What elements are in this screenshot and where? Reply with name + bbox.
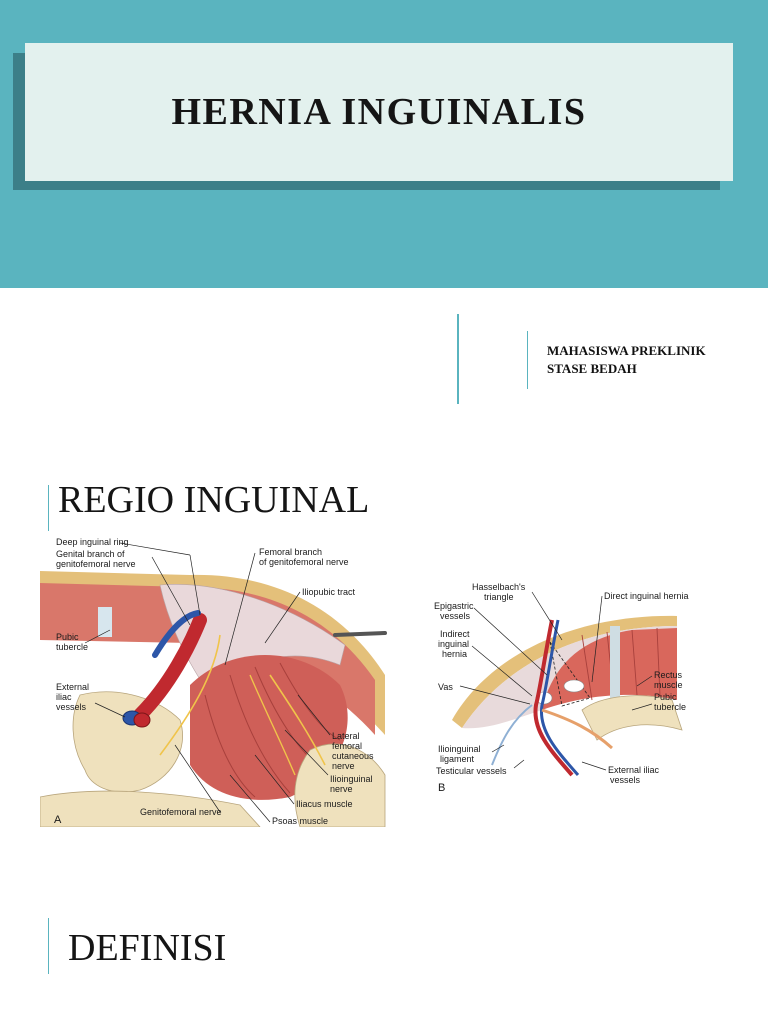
label-vas: Vas bbox=[438, 682, 453, 692]
section2-accent-line bbox=[48, 918, 49, 974]
label-external-iliac-2: iliac bbox=[56, 692, 72, 702]
label-indirect-hernia-3: hernia bbox=[442, 649, 467, 659]
label-pubic-tubercle-b-2: tubercle bbox=[654, 702, 686, 712]
label-femoral-branch-2: of genitofemoral nerve bbox=[259, 557, 349, 567]
label-femoral-branch: Femoral branch bbox=[259, 547, 322, 557]
figure-b-hernia-anatomy: Hasselbach's triangle Direct inguinal he… bbox=[434, 582, 689, 794]
label-lateral-femoral-4: nerve bbox=[332, 761, 355, 771]
label-pubic-tubercle-2: tubercle bbox=[56, 642, 88, 652]
label-lateral-femoral: Lateral bbox=[332, 731, 360, 741]
figure-a-panel-letter: A bbox=[54, 814, 62, 826]
label-iliopubic-tract: Iliopubic tract bbox=[302, 587, 356, 597]
label-genital-branch-2: genitofemoral nerve bbox=[56, 559, 136, 569]
label-external-iliac-b-2: vessels bbox=[610, 775, 641, 785]
label-genital-branch: Genital branch of bbox=[56, 549, 125, 559]
label-lateral-femoral-3: cutaneous bbox=[332, 751, 374, 761]
label-rectus-muscle: Rectus bbox=[654, 670, 683, 680]
label-pubic-tubercle: Pubic bbox=[56, 632, 79, 642]
label-hasselbach: Hasselbach's bbox=[472, 582, 526, 592]
label-iliacus-muscle: Iliacus muscle bbox=[296, 799, 353, 809]
section1-accent-line bbox=[48, 485, 49, 531]
label-deep-inguinal-ring: Deep inguinal ring bbox=[56, 537, 129, 547]
section-heading-regio: REGIO INGUINAL bbox=[58, 479, 370, 521]
label-pubic-tubercle-b: Pubic bbox=[654, 692, 677, 702]
accent-line-right bbox=[527, 331, 528, 389]
label-genitofemoral-nerve: Genitofemoral nerve bbox=[140, 807, 222, 817]
pelvic-bone bbox=[72, 691, 183, 793]
label-epigastric-2: vessels bbox=[440, 611, 471, 621]
label-external-iliac: External bbox=[56, 682, 89, 692]
label-indirect-hernia-2: inguinal bbox=[438, 639, 469, 649]
label-external-iliac-3: vessels bbox=[56, 702, 87, 712]
wall-fat bbox=[452, 615, 677, 728]
subtitle-line-2: STASE BEDAH bbox=[547, 361, 637, 376]
label-indirect-hernia: Indirect bbox=[440, 629, 470, 639]
external-iliac-vein bbox=[152, 610, 201, 658]
slide-title: HERNIA INGUINALIS bbox=[171, 91, 587, 133]
subtitle-line-1: MAHASISWA PREKLINIK bbox=[547, 343, 706, 358]
label-testicular-vessels: Testicular vessels bbox=[436, 766, 507, 776]
label-ilioinguinal-ligament: Ilioinguinal bbox=[438, 744, 481, 754]
external-iliac-artery bbox=[133, 613, 207, 722]
label-psoas-muscle: Psoas muscle bbox=[272, 816, 328, 826]
figure-b-panel-letter: B bbox=[438, 782, 445, 794]
label-rectus-muscle-2: muscle bbox=[654, 680, 683, 690]
label-direct-hernia: Direct inguinal hernia bbox=[604, 591, 689, 601]
label-external-iliac-b: External iliac bbox=[608, 765, 660, 775]
accent-line-left bbox=[457, 314, 459, 404]
pubic-bone bbox=[581, 695, 683, 741]
title-box: HERNIA INGUINALIS bbox=[25, 43, 733, 181]
label-epigastric: Epigastric bbox=[434, 601, 474, 611]
subtitle-block: MAHASISWA PREKLINIK STASE BEDAH bbox=[547, 342, 706, 378]
label-lateral-femoral-2: femoral bbox=[332, 741, 362, 751]
section-heading-definisi: DEFINISI bbox=[68, 927, 227, 969]
label-ilioinguinal-nerve-2: nerve bbox=[330, 784, 353, 794]
label-ilioinguinal-nerve: Ilioinguinal bbox=[330, 774, 373, 784]
figure-a-anatomy: Deep inguinal ring Genital branch of gen… bbox=[40, 537, 387, 827]
label-ilioinguinal-ligament-2: ligament bbox=[440, 754, 475, 764]
label-hasselbach-2: triangle bbox=[484, 592, 514, 602]
